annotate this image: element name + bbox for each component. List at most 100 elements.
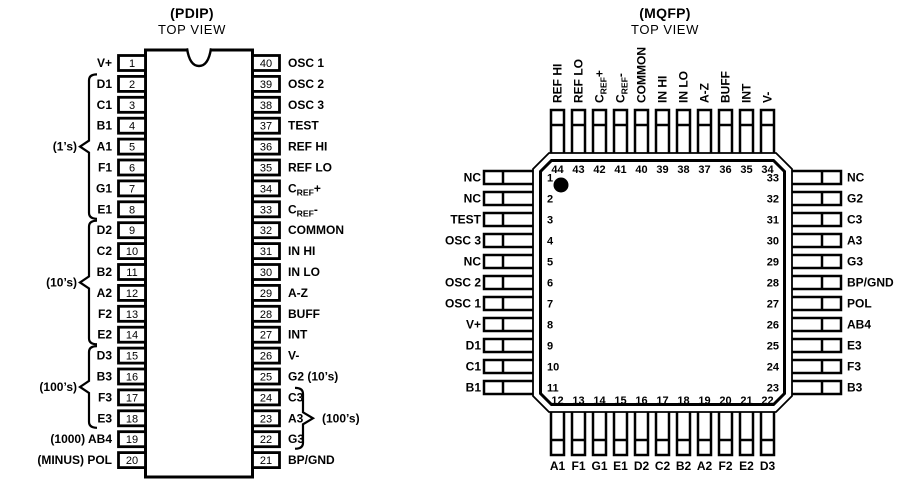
mqfp-pin-26-label: AB4 xyxy=(847,318,871,332)
mqfp-pin-22-number: 22 xyxy=(761,395,773,407)
mqfp-pin-7-number: 7 xyxy=(547,299,553,311)
mqfp-pin-38-number: 38 xyxy=(677,164,689,176)
pdip-pin-6-number: 6 xyxy=(129,163,135,175)
mqfp-pin-8-number: 8 xyxy=(547,320,553,332)
pdip-pin-23-label: A3 xyxy=(288,411,304,425)
mqfp-pin-35-label: INT xyxy=(740,83,754,103)
mqfp-pin-4-label: OSC 3 xyxy=(445,234,481,248)
mqfp-pin-43-label: REF LO xyxy=(572,59,586,103)
mqfp-pin-17-number: 17 xyxy=(656,395,668,407)
mqfp-pin-39-number: 39 xyxy=(656,164,668,176)
pdip-pin-40-box xyxy=(251,54,281,72)
pdip-pin-32-label: COMMON xyxy=(288,223,344,237)
mqfp-pin-39-label: IN HI xyxy=(656,76,670,103)
pdip-pin-24-label: C3 xyxy=(288,390,304,404)
mqfp-pin-7-label: OSC 1 xyxy=(445,297,481,311)
mqfp-lead-28 xyxy=(789,274,843,291)
mqfp-lead-27 xyxy=(789,295,843,312)
mqfp-pin1-dot xyxy=(553,177,569,193)
pdip-digit-group-brace xyxy=(78,345,98,429)
mqfp-pin-9-label: D1 xyxy=(466,339,482,353)
pdip-pin-16-box xyxy=(117,367,147,386)
pdip-pin-6-label: F1 xyxy=(98,161,112,175)
pdip-pin-5-label: A1 xyxy=(97,140,113,154)
pdip-pin-29-box xyxy=(251,283,281,302)
pdip-pin-30-box xyxy=(251,263,281,281)
mqfp-pin-14-number: 14 xyxy=(593,395,606,407)
mqfp-lead-17 xyxy=(654,409,671,457)
pdip-pin-26-number: 26 xyxy=(260,351,272,363)
pdip-pin-4-label: B1 xyxy=(97,119,113,133)
pdip-pin-34-label: CREF+ xyxy=(288,181,321,197)
mqfp-pin-29-label: G3 xyxy=(847,255,863,269)
pdip-top-view-label: TOP VIEW xyxy=(158,22,226,37)
mqfp-lead-41 xyxy=(612,108,629,156)
pdip-pin-8-number: 8 xyxy=(129,204,135,216)
pdip-digit-group-brace xyxy=(78,219,98,346)
pdip-pin-10-number: 10 xyxy=(126,246,138,258)
pdip-pin-16-label: B3 xyxy=(97,370,113,384)
mqfp-pin-3-number: 3 xyxy=(547,215,553,227)
mqfp-pin-6-label: OSC 2 xyxy=(445,276,481,290)
mqfp-lead-44 xyxy=(549,108,566,156)
pdip-pin-11-label: B2 xyxy=(97,265,113,279)
mqfp-pin-23-number: 23 xyxy=(767,383,779,395)
mqfp-lead-2 xyxy=(482,190,536,207)
pdip-pin-33-number: 33 xyxy=(260,204,272,216)
mqfp-pin-15-number: 15 xyxy=(614,395,626,407)
mqfp-pin-21-label: E2 xyxy=(739,459,754,473)
mqfp-pin-19-label: A2 xyxy=(697,459,713,473)
mqfp-pin-25-number: 25 xyxy=(767,341,779,353)
mqfp-pin-18-number: 18 xyxy=(677,395,689,407)
mqfp-pin-20-number: 20 xyxy=(719,395,731,407)
mqfp-pin-16-label: D2 xyxy=(634,459,650,473)
pdip-pin-24-number: 24 xyxy=(260,392,272,404)
pdip-pin-20-box xyxy=(117,451,147,470)
mqfp-pin-30-number: 30 xyxy=(767,236,779,248)
mqfp-body-inner-outline xyxy=(539,159,786,406)
pdip-pin-22-box xyxy=(251,430,281,449)
mqfp-pin-34-label: V- xyxy=(761,92,775,103)
pdip-pin-2-box xyxy=(117,75,147,93)
mqfp-lead-6 xyxy=(482,274,536,291)
mqfp-lead-11 xyxy=(482,379,536,396)
pdip-pin1-notch xyxy=(185,48,213,68)
pdip-pin-33-box xyxy=(251,200,281,219)
mqfp-pin-43-number: 43 xyxy=(572,164,584,176)
mqfp-lead-16 xyxy=(633,409,650,457)
pdip-pin-1-number: 1 xyxy=(129,58,135,70)
pdip-pin-25-number: 25 xyxy=(260,372,272,384)
pdip-pin-26-label: V- xyxy=(288,349,299,363)
pdip-pin-37-label: TEST xyxy=(288,119,319,133)
pdip-pin-7-label: G1 xyxy=(96,181,112,195)
mqfp-pin-31-number: 31 xyxy=(767,215,779,227)
pdip-pin-39-box xyxy=(251,75,281,93)
pdip-pin-12-number: 12 xyxy=(126,288,138,300)
mqfp-pin-5-number: 5 xyxy=(547,257,553,269)
mqfp-pin-42-label: CREF+ xyxy=(593,70,609,103)
mqfp-pin-40-label: COMMON xyxy=(635,47,649,103)
mqfp-lead-39 xyxy=(654,108,671,156)
pdip-pin-9-number: 9 xyxy=(129,225,135,237)
pdip-pin-29-label: A-Z xyxy=(288,286,308,300)
pdip-digit-group-brace xyxy=(78,73,98,220)
pdip-pin-15-box xyxy=(117,346,147,365)
mqfp-lead-43 xyxy=(570,108,587,156)
mqfp-pin-11-label: B1 xyxy=(466,381,482,395)
mqfp-lead-30 xyxy=(789,232,843,249)
pdip-digit-group-label: (100’s) xyxy=(39,380,77,394)
pdip-pin-5-number: 5 xyxy=(129,142,135,154)
mqfp-pin-37-number: 37 xyxy=(698,164,710,176)
pdip-pin-8-label: E1 xyxy=(97,202,112,216)
pdip-pin-5-box xyxy=(117,137,147,156)
mqfp-pin-44-number: 44 xyxy=(551,164,564,176)
mqfp-title-block: (MQFP) TOP VIEW xyxy=(585,5,745,37)
pdip-pin-17-number: 17 xyxy=(126,392,138,404)
pdip-pin-39-label: OSC 2 xyxy=(288,77,324,91)
mqfp-pin-26-number: 26 xyxy=(767,320,779,332)
pdip-pin-11-number: 11 xyxy=(126,267,137,279)
mqfp-lead-24 xyxy=(789,358,843,375)
mqfp-pin-36-label: BUFF xyxy=(719,71,733,103)
mqfp-lead-42 xyxy=(591,108,608,156)
mqfp-pin-27-label: POL xyxy=(847,297,872,311)
